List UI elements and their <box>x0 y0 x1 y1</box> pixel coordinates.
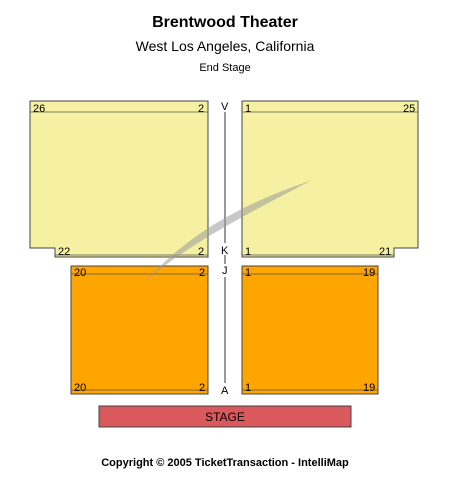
row-label-lower-top: J <box>222 265 228 277</box>
seat-label: 26 <box>33 103 45 115</box>
section-upper-left[interactable]: 26 2 22 2 <box>29 100 209 258</box>
stage: STAGE <box>98 405 352 428</box>
section-lower-left[interactable]: 20 2 20 2 <box>70 265 209 395</box>
venue-location: West Los Angeles, California <box>135 38 315 54</box>
venue-name: Brentwood Theater <box>152 14 298 31</box>
stage-label: STAGE <box>205 410 245 424</box>
seat-label: 1 <box>245 246 251 258</box>
section-upper-left-shape[interactable] <box>29 100 209 258</box>
seat-label: 20 <box>74 382 86 394</box>
seat-label: 2 <box>198 246 204 258</box>
seat-label: 1 <box>245 267 251 279</box>
section-upper-right-shape[interactable] <box>241 100 419 258</box>
section-lower-right[interactable]: 1 19 1 19 <box>241 265 379 395</box>
stage-shape <box>98 405 352 428</box>
row-label-upper-bottom: K <box>221 245 229 257</box>
seat-label: 22 <box>58 246 70 258</box>
section-lower-right-shape[interactable] <box>241 265 379 395</box>
seat-label: 21 <box>379 246 391 258</box>
row-label-bottom: A <box>221 385 229 397</box>
stage-configuration: End Stage <box>199 62 251 74</box>
seat-label: 1 <box>245 103 251 115</box>
seat-label: 25 <box>403 103 415 115</box>
section-lower-left-shape[interactable] <box>70 265 209 395</box>
seat-label: 2 <box>199 267 205 279</box>
seat-label: 19 <box>363 267 375 279</box>
seat-label: 2 <box>199 382 205 394</box>
seat-label: 20 <box>74 267 86 279</box>
row-label-top: V <box>221 101 229 113</box>
copyright-footer: Copyright © 2005 TicketTransaction - Int… <box>101 457 349 469</box>
seat-label: 19 <box>363 382 375 394</box>
seat-label: 2 <box>198 103 204 115</box>
seat-label: 1 <box>245 382 251 394</box>
section-upper-right[interactable]: 1 25 1 21 <box>241 100 419 258</box>
